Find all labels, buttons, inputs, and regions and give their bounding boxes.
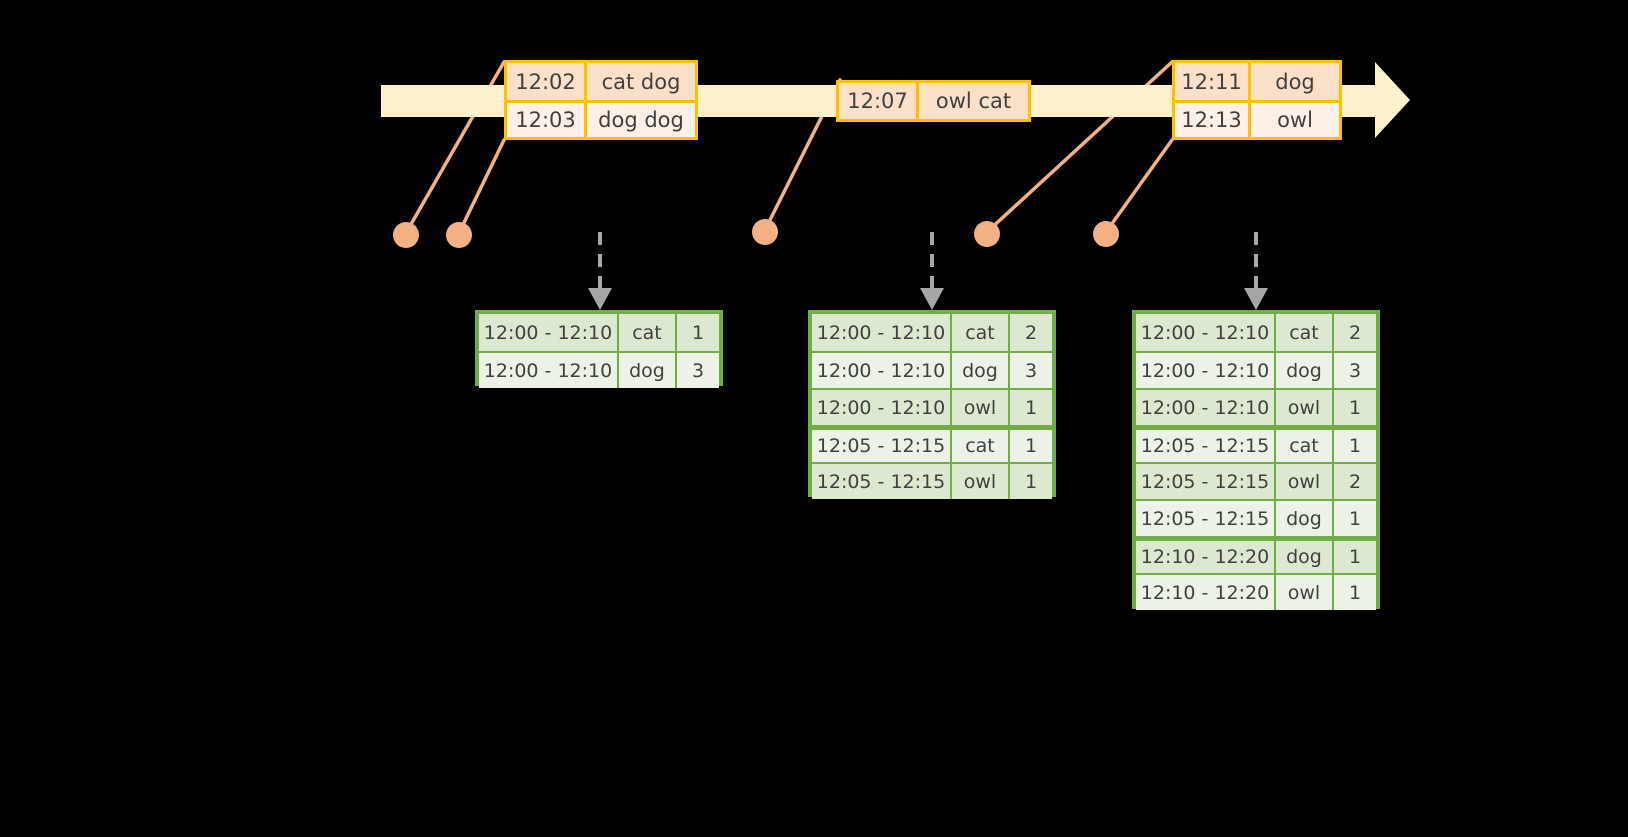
event-box-3[interactable]: 12:11 dog 12:13 owl [1172,60,1342,140]
count-cell: 1 [1348,546,1362,568]
count-cell: 3 [691,359,705,382]
count-cell: 1 [1348,435,1362,457]
key-cell: cat [952,430,1010,462]
table-down-arrows [598,232,1258,288]
key-cell: owl [1276,464,1334,499]
window-cell: 12:10 - 12:20 [1136,575,1276,610]
down-arrowhead-1 [588,288,612,310]
key-cell: dog [1276,541,1334,573]
window-cell: 12:00 - 12:10 [812,353,952,388]
result-table-2[interactable]: 12:00 - 12:10 cat 2 12:00 - 12:10 dog 3 … [808,310,1056,499]
key-cell: cat [619,314,677,351]
window-cell: 12:00 - 12:10 [1136,314,1276,351]
event-box-1[interactable]: 12:02 cat dog 12:03 dog dog [504,60,698,140]
event-row: 12:07 owl cat [839,83,1028,119]
window-cell: 12:00 - 12:10 [479,353,619,388]
event-time: 12:11 [1175,63,1251,100]
event-value: cat dog [601,69,681,94]
result-table-3[interactable]: 12:00 - 12:10 cat 2 12:00 - 12:10 dog 3 … [1132,310,1380,610]
count-cell: 2 [1348,470,1362,493]
event-time: 12:02 [507,63,587,100]
count-cell: 3 [1348,359,1362,382]
count-cell: 1 [1024,396,1038,419]
window-cell: 12:00 - 12:10 [479,314,619,351]
timeline-band-segment-2 [697,85,837,117]
table-row: 12:00 - 12:10 owl 1 [812,388,1052,425]
window-cell: 12:05 - 12:15 [1136,464,1276,499]
count-cell: 1 [1348,507,1362,530]
table-row: 12:00 - 12:10 owl 1 [1136,388,1376,425]
timeline-band-segment-4 [1341,85,1379,117]
key-cell: dog [1276,501,1334,536]
event-time: 12:07 [839,83,919,119]
key-cell: dog [619,353,677,388]
timeline-band-segment-1 [381,85,506,117]
key-cell: dog [952,353,1010,388]
count-cell: 1 [1348,581,1362,604]
window-cell: 12:00 - 12:10 [812,314,952,351]
table-row: 12:05 - 12:15 owl 2 [1136,462,1376,499]
window-cell: 12:05 - 12:15 [1136,430,1276,462]
key-cell: dog [1276,353,1334,388]
window-cell: 12:05 - 12:15 [812,430,952,462]
event-dot-3 [752,219,778,245]
key-cell: cat [952,314,1010,351]
event-row: 12:11 dog [1175,63,1339,100]
key-cell: owl [952,390,1010,425]
table-row: 12:10 - 12:20 dog 1 [1136,536,1376,573]
event-row: 12:13 owl [1175,100,1339,137]
table-row: 12:10 - 12:20 owl 1 [1136,573,1376,610]
event-dot-4 [974,221,1000,247]
event-row: 12:03 dog dog [507,100,695,137]
timeline-band-segment-3 [1030,85,1173,117]
count-cell: 1 [691,321,705,344]
down-arrowhead-3 [1244,288,1268,310]
key-cell: owl [952,464,1010,499]
table-row: 12:00 - 12:10 cat 1 [479,314,719,351]
window-cell: 12:00 - 12:10 [1136,353,1276,388]
table-row: 12:05 - 12:15 owl 1 [812,462,1052,499]
table-row: 12:05 - 12:15 cat 1 [812,425,1052,462]
table-row: 12:00 - 12:10 dog 3 [812,351,1052,388]
event-value: dog dog [598,108,684,132]
count-cell: 3 [1024,359,1038,382]
window-cell: 12:00 - 12:10 [1136,390,1276,425]
key-cell: owl [1276,390,1334,425]
table-row: 12:00 - 12:10 cat 2 [1136,314,1376,351]
event-time: 12:13 [1175,103,1251,137]
window-cell: 12:05 - 12:15 [812,464,952,499]
key-cell: owl [1276,575,1334,610]
event-dots [393,219,1119,248]
event-dot-1 [393,222,419,248]
count-cell: 2 [1348,321,1362,344]
table-row: 12:05 - 12:15 cat 1 [1136,425,1376,462]
key-cell: cat [1276,314,1334,351]
connector-line-5 [1104,138,1174,234]
event-row: 12:02 cat dog [507,63,695,100]
result-table-1[interactable]: 12:00 - 12:10 cat 1 12:00 - 12:10 dog 3 [475,310,723,388]
window-cell: 12:00 - 12:10 [812,390,952,425]
count-cell: 2 [1024,321,1038,344]
down-arrowhead-2 [920,288,944,310]
table-down-arrowheads [588,288,1268,310]
count-cell: 1 [1024,470,1038,493]
connector-line-2 [457,138,506,235]
event-dot-5 [1093,221,1119,247]
event-dot-2 [446,222,472,248]
window-cell: 12:10 - 12:20 [1136,541,1276,573]
event-box-2[interactable]: 12:07 owl cat [836,80,1031,122]
table-row: 12:00 - 12:10 cat 2 [812,314,1052,351]
key-cell: cat [1276,430,1334,462]
window-cell: 12:05 - 12:15 [1136,501,1276,536]
table-row: 12:00 - 12:10 dog 3 [1136,351,1376,388]
table-row: 12:00 - 12:10 dog 3 [479,351,719,388]
count-cell: 1 [1024,435,1038,457]
event-value: dog [1275,69,1315,94]
event-value: owl cat [935,89,1012,113]
table-row: 12:05 - 12:15 dog 1 [1136,499,1376,536]
timeline-arrowhead [1375,62,1410,138]
event-value: owl [1277,108,1313,132]
event-time: 12:03 [507,103,587,137]
count-cell: 1 [1348,396,1362,419]
